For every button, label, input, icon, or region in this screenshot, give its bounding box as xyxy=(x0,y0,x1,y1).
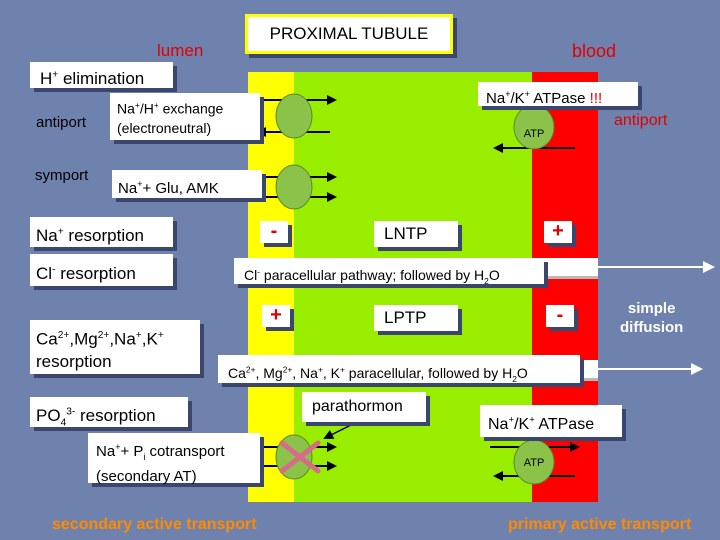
primary-active-transport-label: primary active transport xyxy=(508,516,692,533)
po4-resorption-box: PO43- resorption xyxy=(30,397,188,429)
cl-paracellular-label: Cl- paracellular pathway; followed by H2… xyxy=(244,266,500,286)
na-resorption-box: Na+ resorption xyxy=(30,217,173,247)
atp-label-bottom: ATP xyxy=(524,457,545,469)
cl-paracellular-box: Cl- paracellular pathway; followed by H2… xyxy=(234,258,544,286)
lumen-positive-charge: + xyxy=(262,305,290,327)
nak-atpase-label-bottom: Na+/K+ ATPase xyxy=(488,415,595,434)
nak-atpase-carrier-bottom xyxy=(513,439,555,485)
page-title-box: PROXIMAL TUBULE xyxy=(245,14,453,54)
na-pi-label: Na++ Pi cotransport xyxy=(96,442,225,462)
lptp-box: LPTP xyxy=(374,305,458,331)
parathormon-box: parathormon xyxy=(302,392,426,422)
secondary-at-paren-label: (secondary AT) xyxy=(96,468,197,485)
symport-label: symport xyxy=(35,167,89,184)
cation-paracellular-box: Ca2+, Mg2+, Na+, K+ paracellular, follow… xyxy=(218,355,580,383)
po4-resorption-label: PO43- resorption xyxy=(36,405,156,429)
nak-atpase-box-bottom: Na+/K+ ATPase xyxy=(480,405,622,437)
na-h-exchange-label: Na+/H+ exchange xyxy=(117,100,224,117)
lntp-box: LNTP xyxy=(374,221,458,247)
nak-atpase-box-top: Na+/K+ ATPase !!! xyxy=(478,82,638,107)
lumen-negative-charge: - xyxy=(260,221,288,243)
na-resorption-label: Na+ resorption xyxy=(36,225,145,245)
lumen-zone xyxy=(248,72,294,502)
lumen-label: lumen xyxy=(157,41,204,60)
cation-resorption-label: Ca2+,Mg2+,Na+,K+ xyxy=(36,329,164,349)
symport-carrier xyxy=(275,164,313,210)
secondary-active-transport-label: secondary active transport xyxy=(52,516,257,533)
lntp-label: LNTP xyxy=(384,224,428,243)
na-glu-label: Na++ Glu, AMK xyxy=(118,179,219,197)
parathormon-arrow xyxy=(323,422,356,439)
cl-resorption-label: Cl- resorption xyxy=(36,263,136,283)
h-elimination-box: H+ elimination xyxy=(30,62,173,88)
electroneutral-label: (electroneutral) xyxy=(117,119,212,136)
inhibition-cross-icon xyxy=(279,440,321,474)
lptp-label: LPTP xyxy=(384,308,427,327)
cl-resorption-box: Cl- resorption xyxy=(30,254,173,286)
cation-resorption-box: Ca2+,Mg2+,Na+,K+ resorption xyxy=(30,320,200,374)
page-title: PROXIMAL TUBULE xyxy=(269,24,429,43)
blood-negative-charge: - xyxy=(546,305,574,327)
na-pi-cotransport-box: Na++ Pi cotransport (secondary AT) xyxy=(88,433,260,485)
h-elimination-label: H+ elimination xyxy=(40,68,145,88)
simple-diffusion-label: simple diffusion xyxy=(620,300,684,336)
nak-atpase-label-top: Na+/K+ ATPase !!! xyxy=(486,89,603,107)
atp-label-top: ATP xyxy=(524,128,545,140)
antiport-label-left: antiport xyxy=(36,114,87,131)
antiport-label-right: antiport xyxy=(614,112,668,129)
blood-label: blood xyxy=(572,41,617,61)
nah-exchanger-carrier xyxy=(275,93,313,139)
parathormon-label: parathormon xyxy=(312,398,403,415)
blood-positive-charge: + xyxy=(544,221,572,243)
cation-paracellular-label: Ca2+, Mg2+, Na+, K+ paracellular, follow… xyxy=(228,364,528,384)
cation-resorption-label-2: resorption xyxy=(36,351,112,371)
na-h-exchange-box: Na+/H+ exchange (electroneutral) xyxy=(110,93,260,140)
nak-atpase-carrier-top xyxy=(513,104,555,150)
na-glu-box: Na++ Glu, AMK xyxy=(112,170,262,198)
